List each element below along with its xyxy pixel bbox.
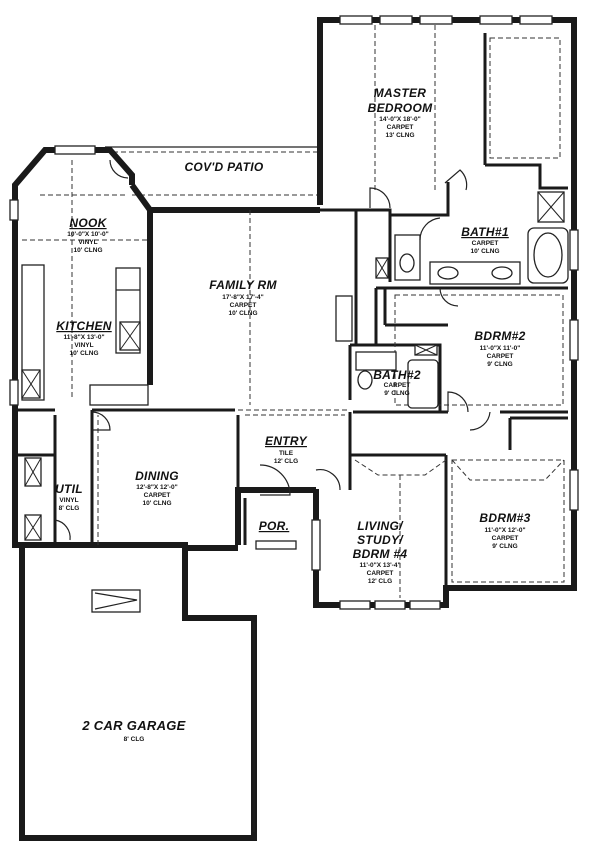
master-bedroom-dims: 14'-0"X 18'-0" (379, 116, 420, 123)
nook-ceiling: 10' CLNG (74, 247, 103, 254)
room-label-kitchen: KITCHEN 11'-8"X 13'-0" VINYL 10' CLNG (56, 319, 111, 357)
living-study-name-line1: LIVING/ (357, 519, 404, 533)
family-room-dims: 17'-8"X 17'-4" (222, 294, 263, 301)
bath1-name: BATH#1 (461, 225, 509, 239)
dining-ceiling: 10' CLNG (143, 500, 172, 507)
covered-patio-label: COV'D PATIO (184, 160, 263, 174)
dining-name: DINING (135, 469, 179, 483)
master-bedroom-ceiling: 13' CLNG (386, 132, 415, 139)
room-label-entry: ENTRY TILE 12' CLG (265, 434, 308, 465)
ceiling-lines (22, 25, 565, 598)
living-study-name-line3: BDRM #4 (353, 547, 408, 561)
family-room-ceiling: 10' CLNG (229, 310, 258, 317)
util-floor: VINYL (59, 497, 78, 504)
nook-floor: VINYL (78, 239, 97, 246)
porch-label: POR. (259, 519, 290, 533)
entry-floor: TILE (279, 450, 294, 457)
bath2-name: BATH#2 (373, 368, 421, 382)
covered-patio-outline (105, 146, 318, 196)
room-label-bath1: BATH#1 CARPET 10' CLNG (461, 225, 509, 255)
nook-name: NOOK (69, 216, 107, 230)
room-label-bdrm3: BDRM#3 11'-0"X 12'-0" CARPET 9' CLNG (479, 511, 530, 550)
util-ceiling: 8' CLG (59, 505, 80, 512)
master-bedroom-name-line1: MASTER (374, 86, 426, 100)
room-label-dining: DINING 12'-8"X 12'-0" CARPET 10' CLNG (135, 469, 179, 507)
kitchen-ceiling: 10' CLNG (70, 350, 99, 357)
living-study-floor: CARPET (367, 570, 394, 577)
bdrm3-name: BDRM#3 (479, 511, 530, 525)
room-label-living-study: LIVING/ STUDY/ BDRM #4 11'-0"X 13'-4" CA… (353, 519, 408, 585)
bdrm2-floor: CARPET (487, 353, 514, 360)
bath1-floor: CARPET (472, 240, 499, 247)
kitchen-floor: VINYL (74, 342, 93, 349)
master-bedroom-floor: CARPET (387, 124, 414, 131)
bdrm3-floor: CARPET (492, 535, 519, 542)
room-label-family-room: FAMILY RM 17'-8"X 17'-4" CARPET 10' CLNG (209, 278, 277, 317)
entry-ceiling: 12' CLG (274, 458, 298, 465)
living-study-dims: 11'-0"X 13'-4" (359, 562, 400, 569)
family-room-name: FAMILY RM (209, 278, 277, 292)
bath2-ceiling: 9' CLNG (384, 390, 409, 397)
family-room-floor: CARPET (230, 302, 257, 309)
bdrm2-dims: 11'-0"X 11'-0" (480, 345, 521, 352)
kitchen-name: KITCHEN (56, 319, 111, 333)
interior-walls (15, 33, 568, 588)
util-name: UTIL (55, 482, 83, 496)
room-label-garage: 2 CAR GARAGE 8' CLG (81, 718, 185, 743)
bdrm3-dims: 11'-0"X 12'-0" (484, 527, 525, 534)
bath2-floor: CARPET (384, 382, 411, 389)
dining-dims: 12'-8"X 12'-0" (136, 484, 177, 491)
living-study-name-line2: STUDY/ (357, 533, 404, 547)
dining-floor: CARPET (144, 492, 171, 499)
doors (54, 159, 491, 541)
room-label-nook: NOOK 10'-0"X 10'-0" VINYL 10' CLNG (67, 216, 108, 254)
garage-name: 2 CAR GARAGE (81, 718, 185, 733)
room-label-master-bedroom: MASTER BEDROOM 14'-0"X 18'-0" CARPET 13'… (368, 86, 433, 139)
room-label-bdrm2: BDRM#2 11'-0"X 11'-0" CARPET 9' CLNG (474, 329, 525, 368)
living-study-ceiling: 12' CLG (368, 578, 392, 585)
room-label-bath2: BATH#2 CARPET 9' CLNG (373, 368, 421, 397)
bdrm2-name: BDRM#2 (474, 329, 525, 343)
bdrm2-ceiling: 9' CLNG (487, 361, 512, 368)
room-label-util: UTIL VINYL 8' CLG (55, 482, 83, 512)
kitchen-dims: 11'-8"X 13'-0" (63, 334, 104, 341)
fixtures (21, 191, 569, 832)
nook-dims: 10'-0"X 10'-0" (67, 231, 108, 238)
master-bedroom-name-line2: BEDROOM (368, 101, 433, 115)
closet-x-marks (21, 191, 565, 541)
entry-name: ENTRY (265, 434, 308, 448)
windows (9, 15, 579, 610)
bath1-ceiling: 10' CLNG (471, 248, 500, 255)
bdrm3-ceiling: 9' CLNG (492, 543, 517, 550)
garage-ceiling: 8' CLG (124, 736, 145, 743)
